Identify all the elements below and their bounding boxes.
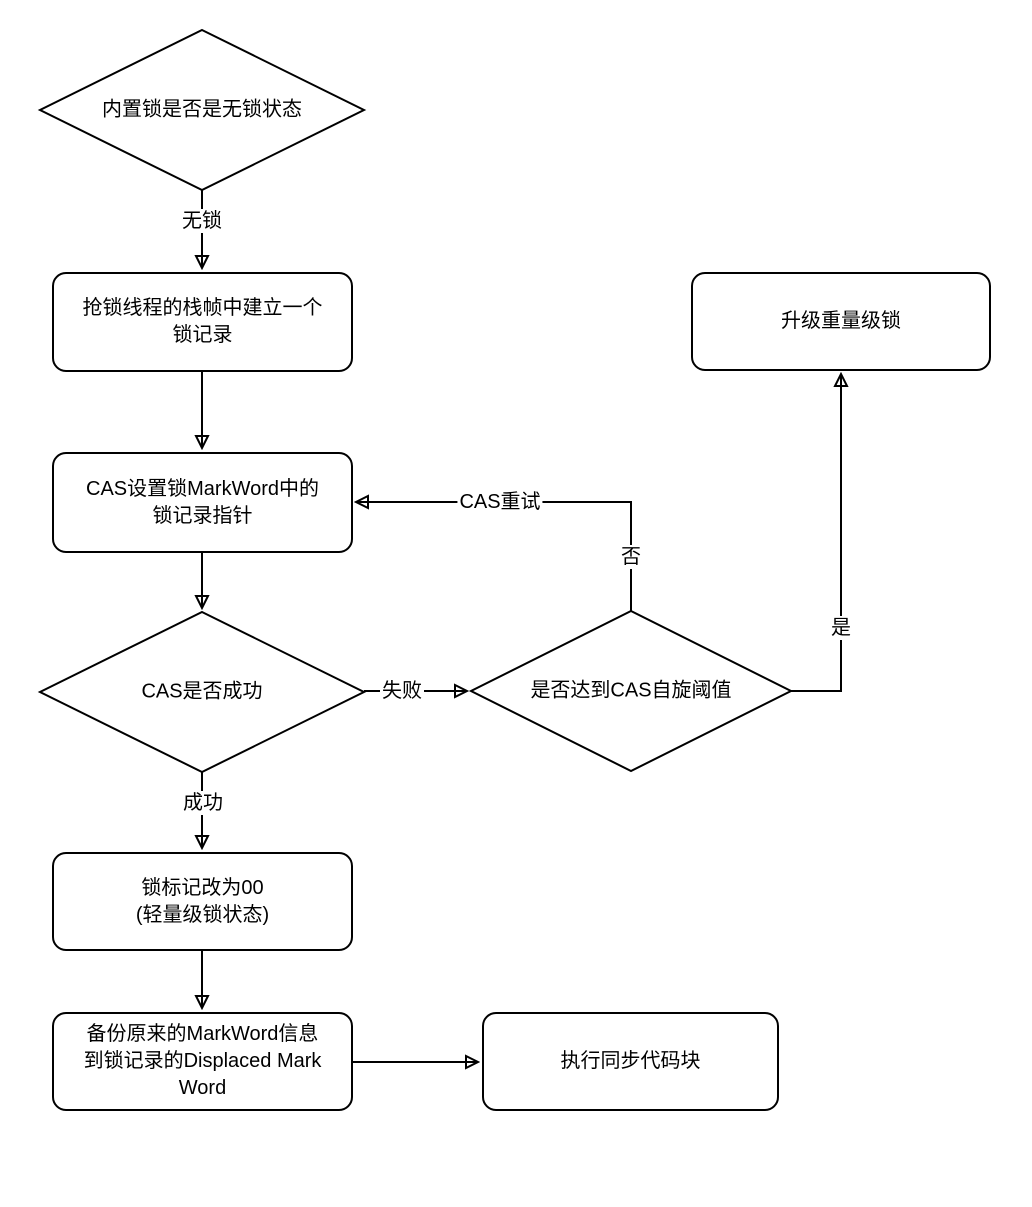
node-backup-markword-label: 备份原来的MarkWord信息 到锁记录的Displaced Mark Word [83,1023,322,1099]
edge-label-fail: 失败 [380,679,424,703]
edge-label-cas-retry: CAS重试 [457,490,543,514]
node-create-lock-record: 抢锁线程的栈帧中建立一个 锁记录 [52,272,353,372]
node-cas-set-pointer: CAS设置锁MarkWord中的 锁记录指针 [52,452,353,553]
node-cas-set-pointer-label: CAS设置锁MarkWord中的 锁记录指针 [86,477,319,527]
diamond-spin-threshold-check [468,609,794,773]
edge-label-no: 否 [619,545,643,569]
node-execute-sync-block: 执行同步代码块 [482,1012,779,1111]
edge-cas-retry [356,502,632,611]
node-execute-sync-block-label: 执行同步代码块 [560,1050,701,1072]
node-set-mark-00: 锁标记改为00 (轻量级锁状态) [52,852,353,951]
edge-yes-to-upgrade [790,374,841,692]
node-spin-threshold-check-label: 是否达到CAS自旋阈值 [530,679,732,702]
node-upgrade-heavyweight-label: 升级重量级锁 [781,310,901,332]
node-create-lock-record-label: 抢锁线程的栈帧中建立一个 锁记录 [82,297,323,346]
node-set-mark-00-label: 锁标记改为00 (轻量级锁状态) [135,876,270,926]
edge-label-no-lock: 无锁 [180,209,224,233]
node-cas-success-check-label: CAS是否成功 [141,680,263,703]
edge-label-yes: 是 [829,616,853,640]
edge-label-success: 成功 [181,791,225,815]
node-backup-markword: 备份原来的MarkWord信息 到锁记录的Displaced Mark Word [52,1012,353,1111]
node-upgrade-heavyweight: 升级重量级锁 [691,272,991,371]
node-lock-free-check-label: 内置锁是否是无锁状态 [102,98,302,121]
